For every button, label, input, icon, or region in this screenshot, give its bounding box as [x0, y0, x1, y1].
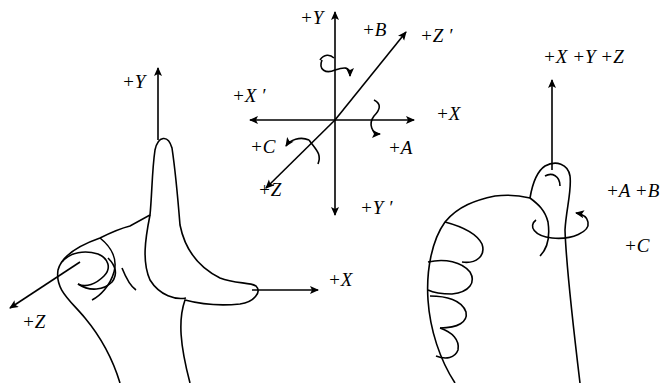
axis-label: +X: [328, 270, 352, 289]
axis-label: +Y: [122, 72, 145, 91]
axis-label: +X: [436, 104, 460, 123]
axis-label: +A: [388, 138, 412, 157]
axis-label: +A +B: [606, 181, 659, 200]
axis-label: +Y: [300, 8, 323, 27]
axis-label: +C: [250, 137, 276, 156]
axis-label: +Z ′: [420, 26, 452, 45]
axis-label: +C: [624, 236, 650, 255]
axis-label: +Z: [258, 180, 281, 199]
axis-label: +Z: [22, 312, 45, 331]
axis-label: +Y ′: [360, 198, 392, 217]
axis-label: +B: [362, 20, 386, 39]
axis-label: +X ′: [232, 86, 265, 105]
axis-label: +X +Y +Z: [543, 47, 624, 66]
